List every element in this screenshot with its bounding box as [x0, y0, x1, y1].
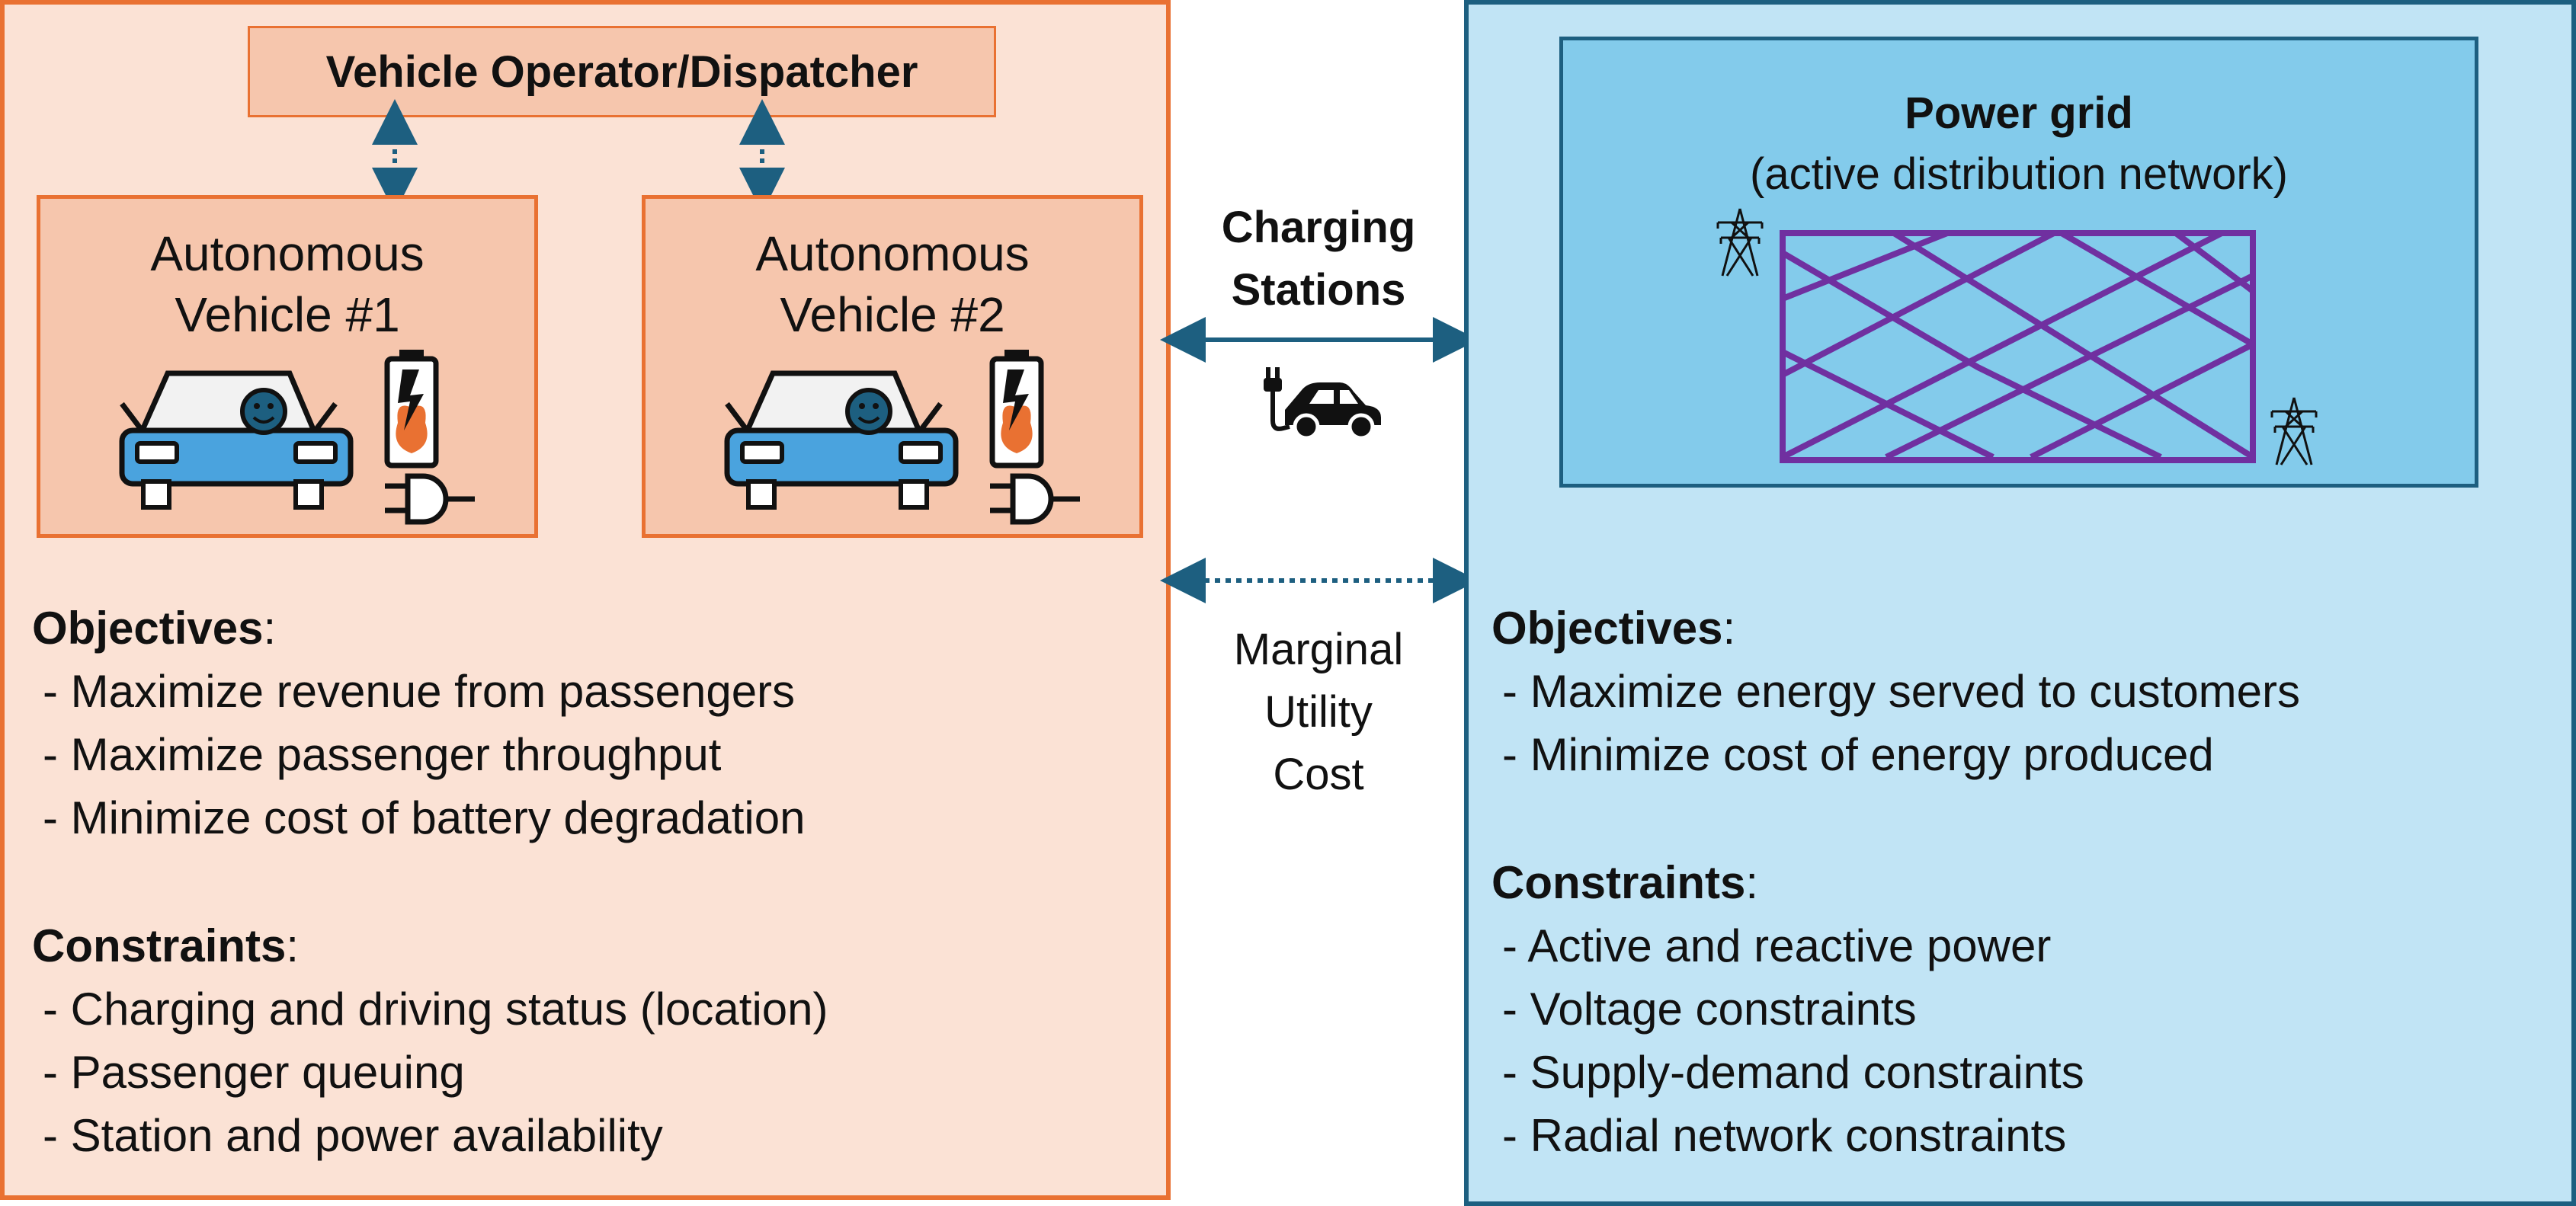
list-item: - Station and power availability	[43, 1110, 663, 1161]
list-item: - Charging and driving status (location)	[43, 984, 828, 1035]
grid-constraints-heading: Constraints	[1491, 857, 1746, 908]
plug-icon	[385, 473, 475, 525]
transmission-tower-icon	[1716, 208, 1764, 277]
grid-constraints: Constraints: - Active and reactive power…	[1491, 851, 2558, 1167]
charging-stations-label: Charging Stations	[1221, 203, 1416, 315]
vehicle-2-title: Autonomous Vehicle #2	[755, 226, 1030, 342]
operator-objectives-heading: Objectives	[32, 603, 264, 654]
dispatcher-label: Vehicle Operator/Dispatcher	[325, 46, 918, 97]
transmission-tower-icon	[2270, 397, 2318, 465]
grid-objectives: Objectives: - Maximize energy served to …	[1491, 597, 2558, 786]
list-item: - Maximize revenue from passengers	[43, 666, 796, 717]
marginal-utility-cost-label: Marginal Utility Cost	[1233, 625, 1404, 799]
battery-icon	[384, 350, 439, 469]
list-item: - Passenger queuing	[43, 1047, 465, 1098]
list-item: - Minimize cost of battery degradation	[43, 792, 806, 843]
ev-charging-icon	[1264, 367, 1381, 440]
list-item: - Radial network constraints	[1502, 1110, 2067, 1161]
car-icon	[724, 370, 959, 510]
distribution-network-mesh	[1780, 230, 2256, 463]
plug-icon	[990, 473, 1080, 525]
operator-objectives: Objectives: - Maximize revenue from pass…	[32, 597, 1145, 849]
list-item: - Minimize cost of energy produced	[1502, 729, 2214, 780]
vehicle-1-title: Autonomous Vehicle #1	[150, 226, 425, 342]
car-icon	[119, 370, 354, 510]
list-item: - Supply-demand constraints	[1502, 1047, 2084, 1098]
list-item: - Active and reactive power	[1502, 920, 2052, 971]
power-grid-title: Power grid	[1905, 88, 2133, 138]
list-item: - Voltage constraints	[1502, 984, 1917, 1035]
power-grid-subtitle: (active distribution network)	[1750, 149, 2288, 199]
grid-objectives-heading: Objectives	[1491, 603, 1723, 654]
power-grid-box: Power grid (active distribution network)	[1559, 37, 2478, 488]
list-item: - Maximize passenger throughput	[43, 729, 722, 780]
operator-constraints-heading: Constraints	[32, 920, 287, 971]
operator-constraints: Constraints: - Charging and driving stat…	[32, 914, 1145, 1167]
battery-icon	[989, 350, 1044, 469]
list-item: - Maximize energy served to customers	[1502, 666, 2301, 717]
